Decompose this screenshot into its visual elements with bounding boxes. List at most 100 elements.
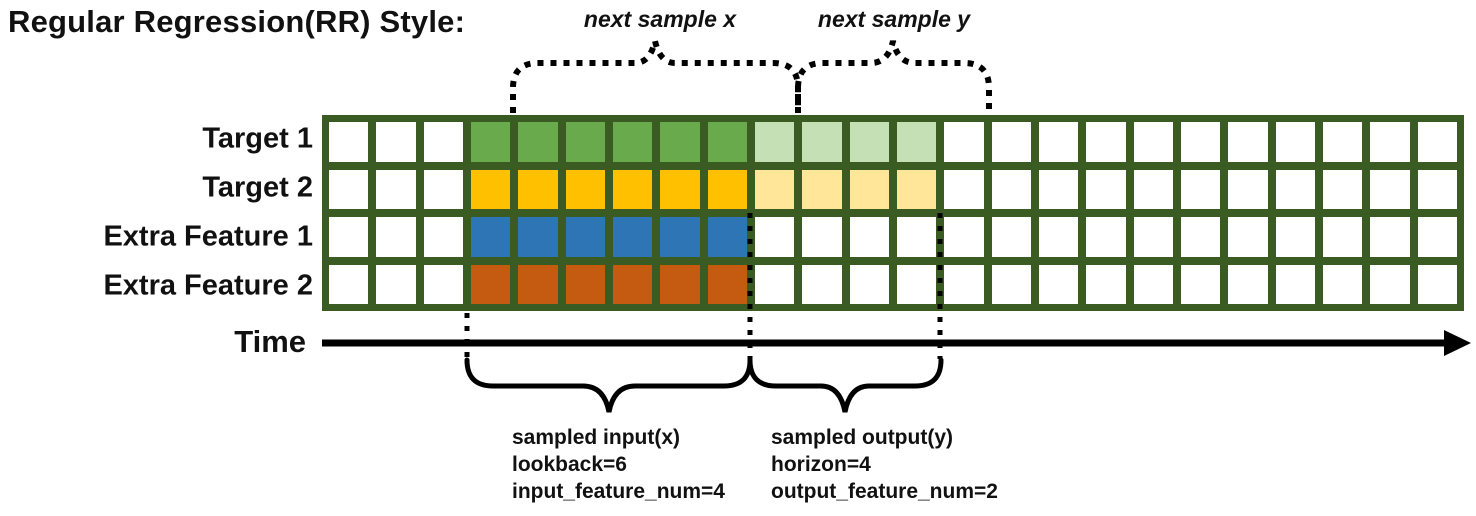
grid-cell — [1322, 169, 1363, 209]
grid-cell — [1228, 122, 1268, 162]
grid-cell — [612, 217, 653, 257]
grid-cell — [707, 217, 747, 257]
row-label-extra-feature-1: Extra Feature 1 — [103, 220, 313, 253]
grid-cell — [991, 264, 1031, 304]
grid-cell — [849, 217, 889, 257]
grid-cell — [991, 122, 1031, 162]
grid-cell — [376, 122, 416, 162]
grid-cell — [660, 169, 700, 209]
next-sample-y-label: next sample y — [817, 6, 971, 32]
row-label-extra-feature-2: Extra Feature 2 — [103, 269, 313, 302]
time-axis-arrowhead — [1444, 330, 1471, 356]
time-axis-label: Time — [234, 324, 306, 359]
sampled-input-annotation: sampled input(x) lookback=6 input_featur… — [512, 424, 725, 505]
grid-cell — [1275, 122, 1315, 162]
grid-cell — [707, 122, 747, 162]
grid-cell — [944, 169, 984, 209]
next-sample-x-label: next sample x — [583, 6, 737, 32]
grid-cell — [376, 169, 416, 209]
sampled-input-title: sampled input(x) — [512, 426, 681, 449]
grid-cell — [1133, 122, 1173, 162]
grid-cell — [896, 169, 937, 209]
grid-cell — [1180, 217, 1221, 257]
grid-cell — [944, 264, 984, 304]
grid-cell — [1275, 264, 1315, 304]
grid-cell — [896, 264, 937, 304]
grid-cell — [1133, 169, 1173, 209]
grid-cell — [565, 122, 605, 162]
lookback-value: lookback=6 — [512, 453, 627, 476]
grid-cell — [660, 217, 700, 257]
grid-cell — [754, 169, 795, 209]
grid-cell — [896, 217, 937, 257]
sampled-input-brace — [464, 357, 753, 413]
grid-cell — [1228, 264, 1268, 304]
grid-cell — [1322, 217, 1363, 257]
grid-cell — [329, 217, 369, 257]
grid-cell — [991, 169, 1031, 209]
grid-cell — [1417, 122, 1457, 162]
grid-cell — [423, 169, 463, 209]
grid-cell — [1322, 122, 1363, 162]
sampled-output-brace — [747, 357, 944, 413]
grid-cell — [1180, 122, 1221, 162]
row-label-target-2: Target 2 — [202, 171, 313, 204]
time-grid — [322, 115, 1464, 311]
grid-cell — [1228, 169, 1268, 209]
grid-cell — [518, 264, 558, 304]
grid-cell — [849, 122, 889, 162]
grid-cell — [1038, 169, 1079, 209]
grid-cell — [470, 264, 511, 304]
grid-cell — [754, 122, 795, 162]
grid-cell — [754, 264, 795, 304]
grid-cell — [518, 217, 558, 257]
grid-cell — [565, 264, 605, 304]
grid-cell — [944, 217, 984, 257]
grid-cell — [518, 169, 558, 209]
grid-cell — [707, 169, 747, 209]
grid-cell — [612, 169, 653, 209]
grid-cell — [1038, 217, 1079, 257]
grid-cell — [1228, 217, 1268, 257]
grid-cell — [329, 122, 369, 162]
grid-cell — [1086, 264, 1126, 304]
grid-cell — [1275, 217, 1315, 257]
grid-cell — [991, 217, 1031, 257]
output-feature-num-value: output_feature_num=2 — [771, 480, 998, 503]
grid-cell — [802, 217, 842, 257]
grid-cell — [754, 217, 795, 257]
grid-cell — [1086, 169, 1126, 209]
grid-cell — [802, 264, 842, 304]
grid-cell — [1086, 122, 1126, 162]
grid-cell — [423, 217, 463, 257]
grid-cell — [802, 122, 842, 162]
grid-cell — [1417, 169, 1457, 209]
grid-cell — [612, 122, 653, 162]
next-sample-x-brace — [510, 40, 801, 113]
grid-cell — [1322, 264, 1363, 304]
grid-cell — [470, 122, 511, 162]
grid-cell — [1133, 264, 1173, 304]
grid-cell — [660, 122, 700, 162]
grid-cell — [376, 217, 416, 257]
grid-cell — [423, 264, 463, 304]
row-label-target-1: Target 1 — [202, 122, 313, 155]
grid-cell — [423, 122, 463, 162]
grid-cell — [565, 217, 605, 257]
grid-cell — [1417, 264, 1457, 304]
grid-cell — [470, 217, 511, 257]
grid-cell — [1180, 169, 1221, 209]
input-feature-num-value: input_feature_num=4 — [512, 480, 725, 503]
grid-cell — [565, 169, 605, 209]
grid-cell — [1133, 217, 1173, 257]
grid-cell — [1038, 122, 1079, 162]
grid-cell — [1370, 122, 1410, 162]
grid-cell — [518, 122, 558, 162]
grid-cell — [1417, 217, 1457, 257]
horizon-value: horizon=4 — [771, 453, 871, 476]
grid-cell — [896, 122, 937, 162]
grid-cell — [1180, 264, 1221, 304]
grid-cell — [329, 264, 369, 304]
grid-cell — [1370, 264, 1410, 304]
